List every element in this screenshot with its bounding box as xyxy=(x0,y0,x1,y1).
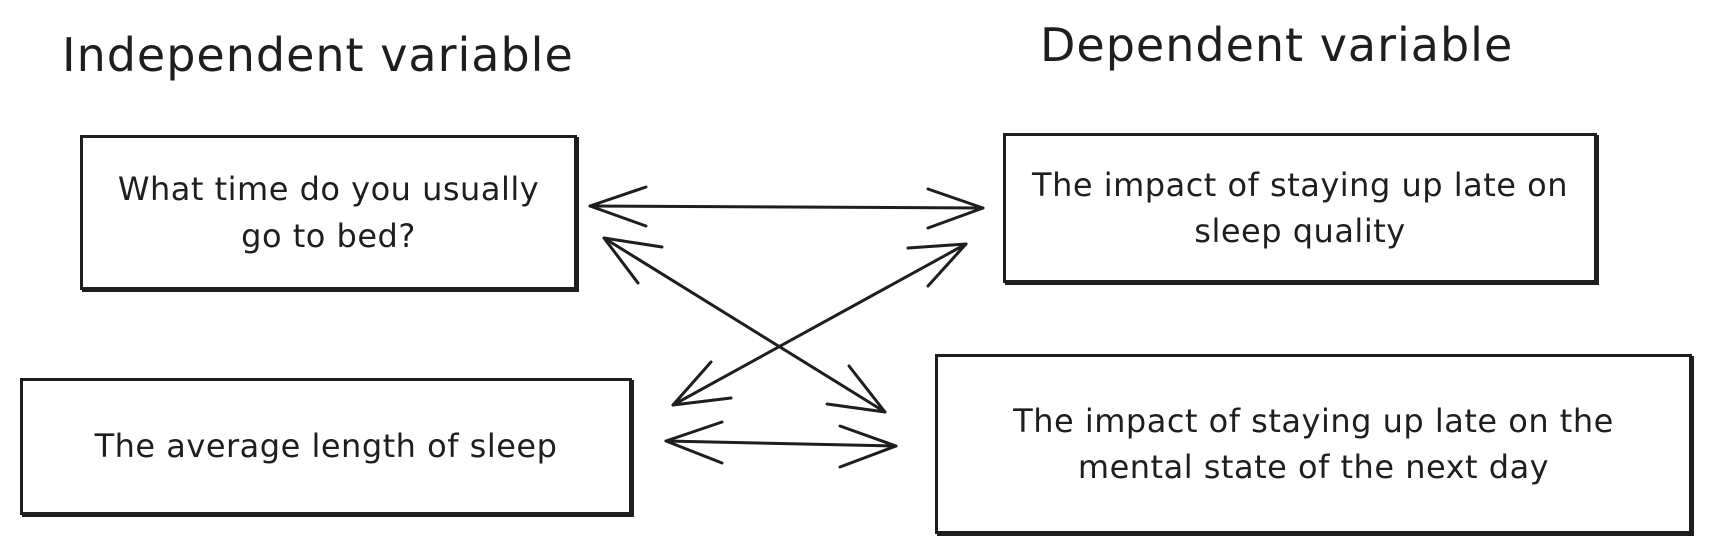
heading-dependent: Dependent variable xyxy=(1040,18,1514,72)
box-mental-state[interactable]: The impact of staying up late on the men… xyxy=(935,354,1692,534)
arrow-sleep-length-to-mental-state xyxy=(664,420,898,469)
box-sleep-length[interactable]: The average length of sleep xyxy=(20,378,632,515)
box-sleep-length-label: The average length of sleep xyxy=(94,427,558,466)
arrow-sleep-length-to-sleep-quality xyxy=(671,242,968,407)
heading-independent: Independent variable xyxy=(62,28,574,82)
arrow-bedtime-to-mental-state xyxy=(602,236,887,414)
box-mental-state-label: The impact of staying up late on the men… xyxy=(1013,401,1614,486)
box-bed-time-label: What time do you usually go to bed? xyxy=(117,170,540,255)
box-sleep-quality-label: The impact of staying up late on sleep q… xyxy=(1032,165,1568,250)
box-sleep-quality[interactable]: The impact of staying up late on sleep q… xyxy=(1003,133,1597,283)
box-bed-time[interactable]: What time do you usually go to bed? xyxy=(80,135,577,290)
arrow-bedtime-to-sleep-quality xyxy=(588,185,985,230)
